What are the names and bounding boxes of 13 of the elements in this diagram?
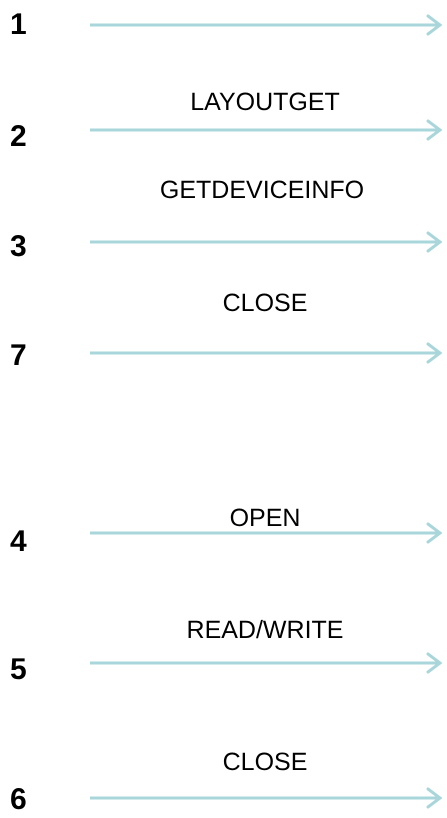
message-label: CLOSE xyxy=(222,291,308,316)
step-number: 6 xyxy=(10,785,27,815)
step-number: 2 xyxy=(10,122,27,152)
step-number: 3 xyxy=(10,232,27,262)
step-number: 5 xyxy=(10,655,27,685)
step-number: 4 xyxy=(10,527,27,557)
message-label: READ/WRITE xyxy=(186,618,344,643)
step-number: 1 xyxy=(10,10,27,40)
step-number: 7 xyxy=(10,341,27,371)
message-label: OPEN xyxy=(230,506,300,531)
message-label: GETDEVICEINFO xyxy=(160,178,364,203)
message-label: LAYOUTGET xyxy=(190,90,340,115)
message-label: CLOSE xyxy=(222,750,308,775)
